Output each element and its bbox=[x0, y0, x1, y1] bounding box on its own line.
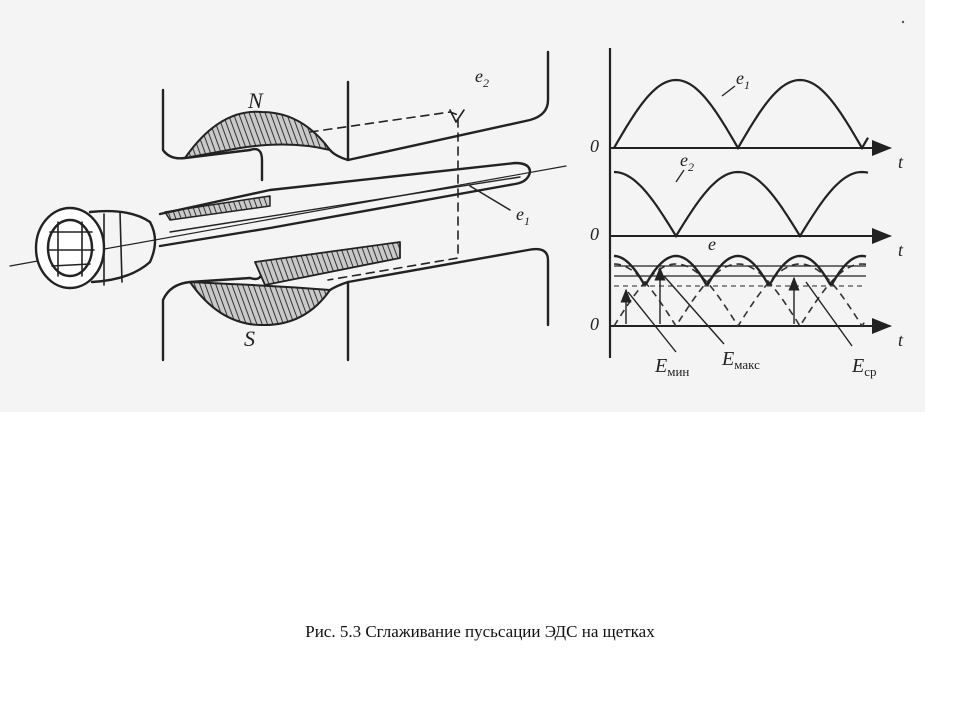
south-pole-shoe bbox=[189, 281, 331, 327]
graph1-curve-label: e1 bbox=[736, 68, 750, 92]
commutator bbox=[34, 206, 157, 290]
graph3-e-avg-label: Eср bbox=[851, 355, 877, 379]
graph1-time-label: t bbox=[898, 152, 904, 172]
graph2-time-label: t bbox=[898, 240, 904, 260]
graph3-leader-lines bbox=[627, 275, 853, 353]
coil-e2-pointer bbox=[449, 109, 465, 123]
scan-speck bbox=[901, 20, 905, 24]
north-pole-shoe bbox=[184, 110, 331, 159]
graph2-label-leader bbox=[675, 169, 685, 183]
armature-inner-line bbox=[169, 176, 521, 233]
coil-e2-dashed bbox=[309, 111, 459, 281]
graph1-zero-label: 0 bbox=[590, 136, 599, 156]
graph1-label-leader bbox=[721, 85, 736, 97]
machine-drawing bbox=[9, 50, 567, 362]
figure-background bbox=[0, 0, 925, 412]
graph-e-total: 0 t e Eмин Eмакс Eср bbox=[590, 234, 904, 379]
graph3-zero-label: 0 bbox=[590, 314, 599, 334]
coil-e2-label: e2 bbox=[475, 66, 489, 90]
graph1-curve-e1 bbox=[613, 78, 869, 151]
graph2-curve-e2 bbox=[613, 170, 869, 239]
upper-conductor-hatch bbox=[164, 195, 271, 221]
graph3-value-arrows bbox=[620, 266, 800, 324]
lower-conductor-hatch bbox=[254, 241, 401, 286]
graph3-dashed-e2 bbox=[613, 263, 867, 328]
graph2-curve-label: e2 bbox=[680, 150, 694, 174]
graph3-dashed-e1 bbox=[613, 263, 867, 328]
north-pole-face bbox=[248, 147, 350, 182]
coil-e1-pointer bbox=[469, 185, 511, 211]
emf-smoothing-figure: N S e2 e1 0 t e1 0 t e2 bbox=[0, 0, 925, 412]
graph-e1: 0 t e1 bbox=[590, 68, 904, 172]
graph3-e-max-label: Eмакс bbox=[721, 348, 760, 372]
graph3-e-min-label: Eмин bbox=[654, 355, 689, 379]
graph3-time-label: t bbox=[898, 330, 904, 350]
figure-caption: Рис. 5.3 Сглаживание пусьсации ЭДС на ще… bbox=[305, 622, 655, 641]
pole-south-label: S bbox=[244, 326, 255, 351]
graph3-curve-label: e bbox=[708, 234, 716, 254]
graph-e2: 0 t e2 bbox=[590, 150, 904, 260]
pole-north-label: N bbox=[247, 88, 264, 113]
coil-e1-label: e1 bbox=[516, 204, 530, 228]
graph2-zero-label: 0 bbox=[590, 224, 599, 244]
